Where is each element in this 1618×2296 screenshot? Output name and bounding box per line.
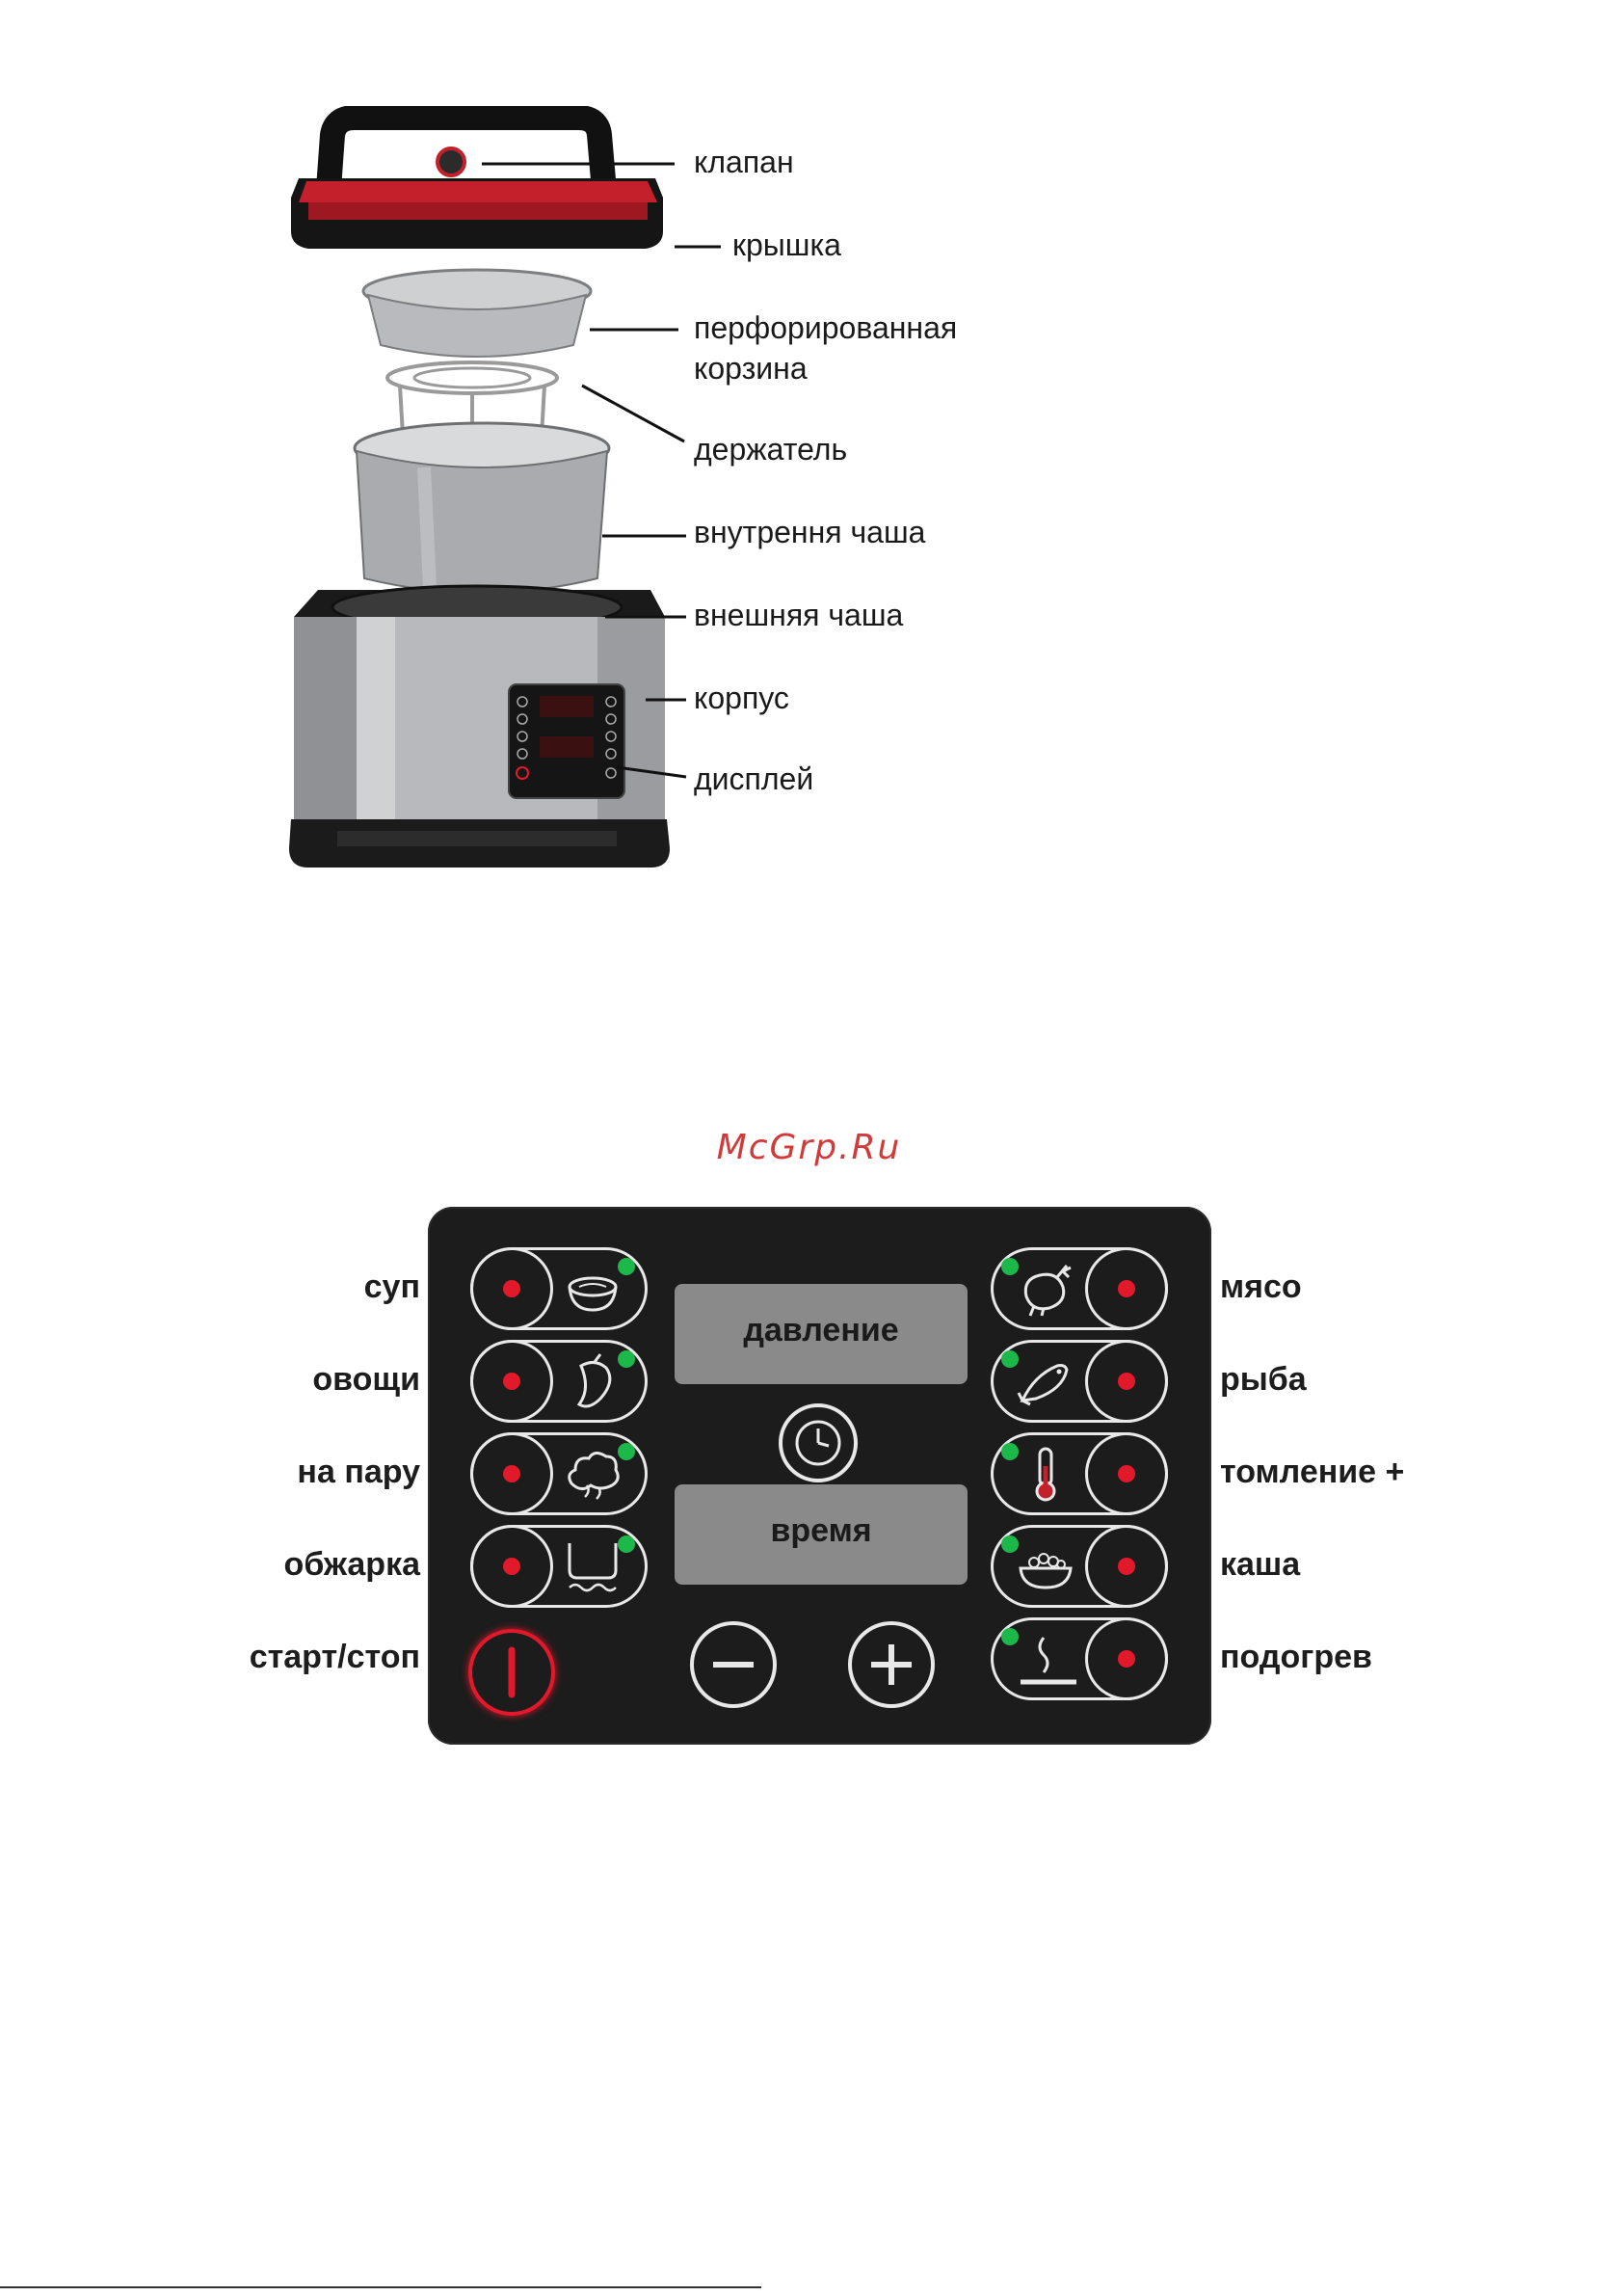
label-soup: суп (150, 1268, 420, 1306)
label-frying: обжарка (150, 1546, 420, 1584)
label-outer-bowl: внешняя чаша (694, 596, 903, 636)
steam-button[interactable] (470, 1432, 648, 1515)
frying-button[interactable] (470, 1525, 648, 1608)
label-steam: на пару (150, 1454, 420, 1491)
thermometer-icon (1015, 1443, 1076, 1505)
chicken-icon (1015, 1258, 1076, 1320)
meat-button[interactable] (991, 1247, 1168, 1330)
label-valve: клапан (694, 143, 794, 183)
fish-icon (1015, 1350, 1076, 1412)
warming-button[interactable] (991, 1617, 1168, 1700)
fish-button[interactable] (991, 1340, 1168, 1423)
pressure-display: давление (675, 1284, 968, 1384)
vegetables-button[interactable] (470, 1340, 648, 1423)
label-meat: мясо (1220, 1268, 1302, 1306)
control-panel: давление время (428, 1207, 1211, 1745)
warming-plate-icon (1015, 1628, 1076, 1690)
soup-button[interactable] (470, 1247, 648, 1330)
label-warming: подогрев (1220, 1639, 1372, 1676)
porridge-button[interactable] (991, 1525, 1168, 1608)
watermark: McGrp.Ru (0, 1128, 1618, 1167)
label-holder: держатель (694, 430, 847, 470)
leader-lines (0, 0, 732, 868)
label-vegetables: овощи (150, 1361, 420, 1399)
label-body: корпус (694, 679, 789, 719)
label-fish: рыба (1220, 1361, 1307, 1399)
label-stewing: томление + (1220, 1454, 1404, 1491)
pepper-icon (562, 1350, 623, 1412)
steam-cloud-icon (562, 1443, 623, 1505)
label-display: дисплей (694, 760, 813, 800)
plus-icon (852, 1625, 931, 1704)
label-lid: крышка (732, 226, 841, 266)
minus-button[interactable] (690, 1621, 777, 1708)
time-display: время (675, 1484, 968, 1585)
start-stop-button[interactable] (468, 1629, 555, 1716)
stewing-button[interactable] (991, 1432, 1168, 1515)
label-basket: перфорированная корзина (694, 308, 957, 388)
soup-bowl-icon (562, 1258, 623, 1320)
minus-icon (694, 1625, 773, 1704)
porridge-bowl-icon (1015, 1535, 1076, 1597)
label-porridge: каша (1220, 1546, 1300, 1584)
clock-button[interactable] (779, 1403, 858, 1482)
frying-pan-icon (562, 1535, 623, 1597)
clock-icon (782, 1407, 854, 1479)
power-icon (472, 1633, 551, 1712)
plus-button[interactable] (848, 1621, 935, 1708)
label-start-stop: старт/стоп (150, 1639, 420, 1676)
footer-rule (0, 2286, 761, 2288)
label-inner-bowl: внутрення чаша (694, 513, 925, 553)
